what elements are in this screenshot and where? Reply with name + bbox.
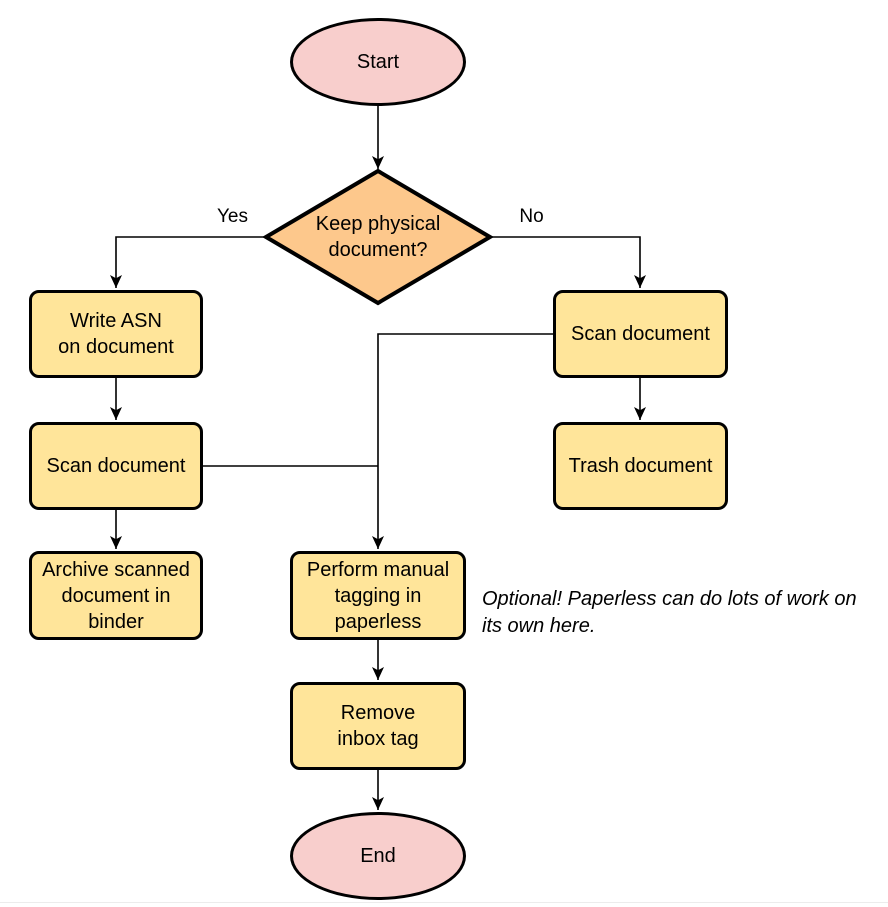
edge-decision-no-to-scan-right bbox=[490, 236, 646, 288]
edge-decision-yes-to-write-asn bbox=[110, 236, 266, 288]
node-decision: Keep physical document? bbox=[276, 171, 480, 303]
node-trash-document: Trash document bbox=[553, 422, 728, 510]
decision-diamond bbox=[262, 168, 494, 306]
node-label: Write ASN on document bbox=[58, 310, 174, 358]
node-perform-manual-tagging: Perform manual tagging in paperless bbox=[290, 551, 466, 640]
node-label: Keep physical document? bbox=[315, 213, 441, 261]
node-label: Archive scanned document in binder bbox=[42, 558, 190, 633]
node-scan-document-right: Scan document bbox=[553, 290, 728, 378]
node-write-asn-on-document: Write ASN on document bbox=[29, 290, 203, 378]
node-label: Remove inbox tag bbox=[337, 702, 419, 750]
node-start: Start bbox=[290, 18, 466, 106]
node-label: Trash document bbox=[568, 455, 713, 477]
node-label: End bbox=[360, 845, 396, 867]
node-scan-document-left: Scan document bbox=[29, 422, 203, 510]
node-label: Start bbox=[356, 51, 400, 73]
node-remove-inbox-tag: Remove inbox tag bbox=[290, 682, 466, 770]
edge-scan-right-to-perform-tagging bbox=[372, 333, 553, 549]
node-end: End bbox=[290, 812, 466, 900]
node-label: Perform manual tagging in paperless bbox=[306, 558, 450, 633]
node-label: Scan document bbox=[571, 323, 710, 345]
node-label: Scan document bbox=[46, 455, 186, 477]
optional-note: Optional! Paperless can do lots of work … bbox=[482, 588, 857, 637]
edge-label-no: No bbox=[519, 206, 544, 227]
bottom-divider bbox=[0, 902, 888, 903]
node-archive-scanned-document: Archive scanned document in binder bbox=[29, 551, 203, 640]
edge-label-yes: Yes bbox=[217, 206, 248, 227]
